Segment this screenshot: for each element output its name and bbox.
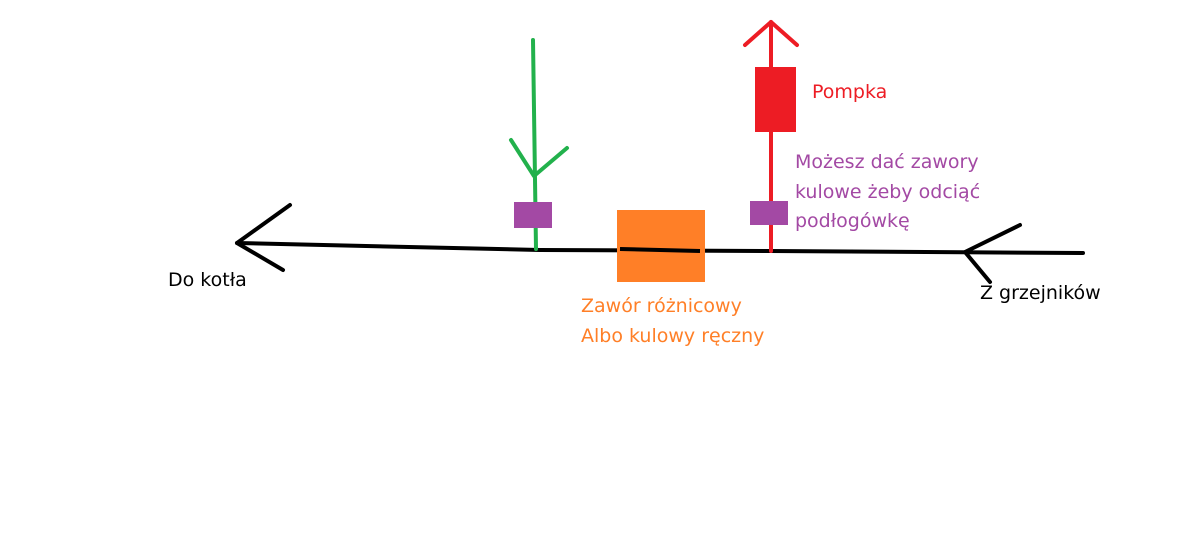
valve-note-line-3: podłogówkę [795,210,910,232]
valve-note-line-1: Możesz dać zawory [795,151,979,173]
supply-arrow-icon [509,138,569,178]
return-ball-valve [750,201,788,225]
valve-note-line-2: kulowe żeby odciąć [795,181,981,203]
boiler-arrow-icon [235,203,292,272]
supply-ball-valve [514,202,552,228]
radiators-label: Z grzejników [980,282,1101,304]
return-arrow-icon [743,20,799,47]
boiler-label: Do kotła [168,269,247,291]
diff-valve-line-1: Zawór różnicowy [581,295,742,317]
pump-label: Pompka [812,81,888,103]
pump [755,67,796,132]
radiators-arrow-icon [963,223,1022,284]
diff-valve-line-2: Albo kulowy ręczny [581,325,765,347]
differential-valve [617,210,705,282]
main-pipe-over-valve [619,247,701,253]
